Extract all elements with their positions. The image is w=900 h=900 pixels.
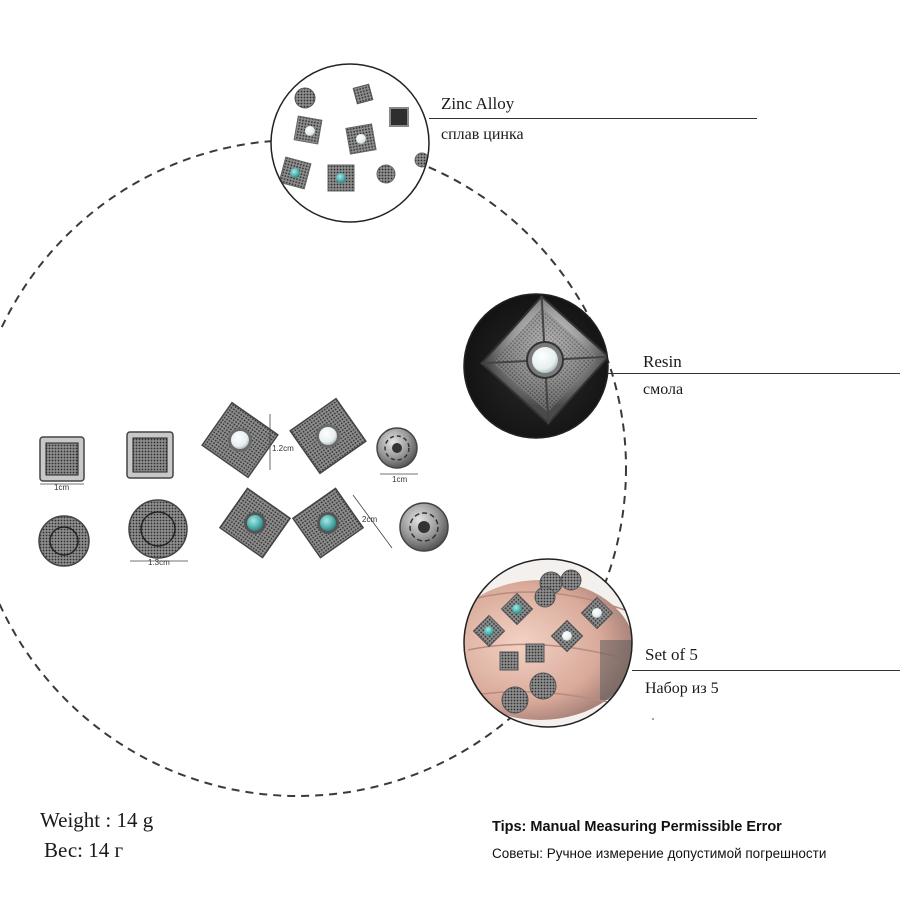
resin-label: Resin — [643, 352, 682, 371]
zinc-alloy-rule — [429, 118, 757, 119]
set-of-5-image — [464, 559, 632, 727]
earrings-layout — [38, 397, 449, 567]
dim-rhombus-diagonal: 2cm — [362, 515, 378, 524]
weight-en: Weight : 14 g — [40, 808, 154, 832]
resin-image — [464, 294, 608, 438]
resin-label-ru: смола — [643, 381, 684, 398]
dim-rhombus-height: 1.2cm — [272, 444, 294, 453]
dim-square-width: 1cm — [54, 483, 70, 492]
set-of-5-label: Set of 5 — [645, 645, 698, 664]
tips-ru: Советы: Ручное измерение допустимой погр… — [492, 846, 827, 861]
resin-rule — [608, 373, 900, 374]
zinc-alloy-label: Zinc Alloy — [441, 94, 515, 113]
flower-earring-1 — [376, 427, 418, 469]
zinc-alloy-label-ru: сплав цинка — [441, 126, 524, 143]
tips-en: Tips: Manual Measuring Permissible Error — [492, 819, 782, 835]
dim-flower-width: 1cm — [392, 475, 408, 484]
set-of-5-label-ru: Набор из 5 — [645, 680, 719, 697]
set-of-5-rule — [632, 670, 900, 671]
zinc-alloy-image — [271, 64, 429, 222]
dim-round-diameter: 1.3cm — [148, 558, 170, 567]
flower-earring-2 — [399, 502, 449, 552]
weight-ru: Вес: 14 г — [44, 838, 124, 862]
